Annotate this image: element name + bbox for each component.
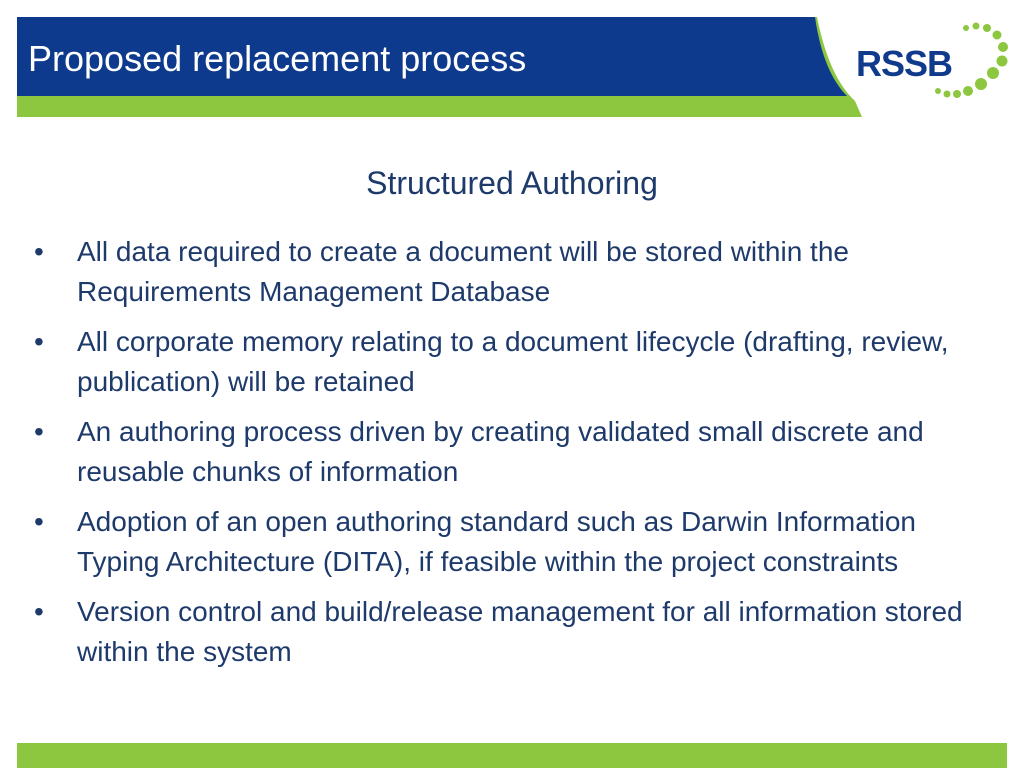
- bullet-item: • An authoring process driven by creatin…: [28, 412, 988, 492]
- logo-wordmark: RSSB: [856, 43, 953, 84]
- section-subtitle: Structured Authoring: [366, 165, 658, 201]
- bullet-text: All data required to create a document w…: [77, 236, 849, 307]
- bullet-icon: •: [34, 506, 44, 537]
- slide-title: Proposed replacement process: [28, 38, 527, 79]
- rssb-logo: RSSB: [852, 20, 1012, 110]
- bullet-icon: •: [34, 236, 44, 267]
- bullet-item: • All data required to create a document…: [28, 232, 988, 312]
- bullet-item: • All corporate memory relating to a doc…: [28, 322, 988, 402]
- bullet-item: • Version control and build/release mana…: [28, 592, 988, 672]
- bullet-icon: •: [34, 326, 44, 357]
- header-blue-band: [17, 17, 847, 96]
- header-band: [17, 17, 1007, 117]
- bullet-icon: •: [34, 596, 44, 627]
- bullet-item: • Adoption of an open authoring standard…: [28, 502, 988, 582]
- bullet-text: All corporate memory relating to a docum…: [77, 326, 949, 397]
- bullet-icon: •: [34, 416, 44, 447]
- bullet-text: Adoption of an open authoring standard s…: [77, 506, 916, 577]
- bullet-text: Version control and build/release manage…: [77, 596, 963, 667]
- logo-dots-icon: [935, 22, 1008, 98]
- footer-bar: [17, 743, 1007, 768]
- bullet-list: • All data required to create a document…: [28, 232, 988, 682]
- header-band-shape: [17, 17, 862, 117]
- bullet-text: An authoring process driven by creating …: [77, 416, 924, 487]
